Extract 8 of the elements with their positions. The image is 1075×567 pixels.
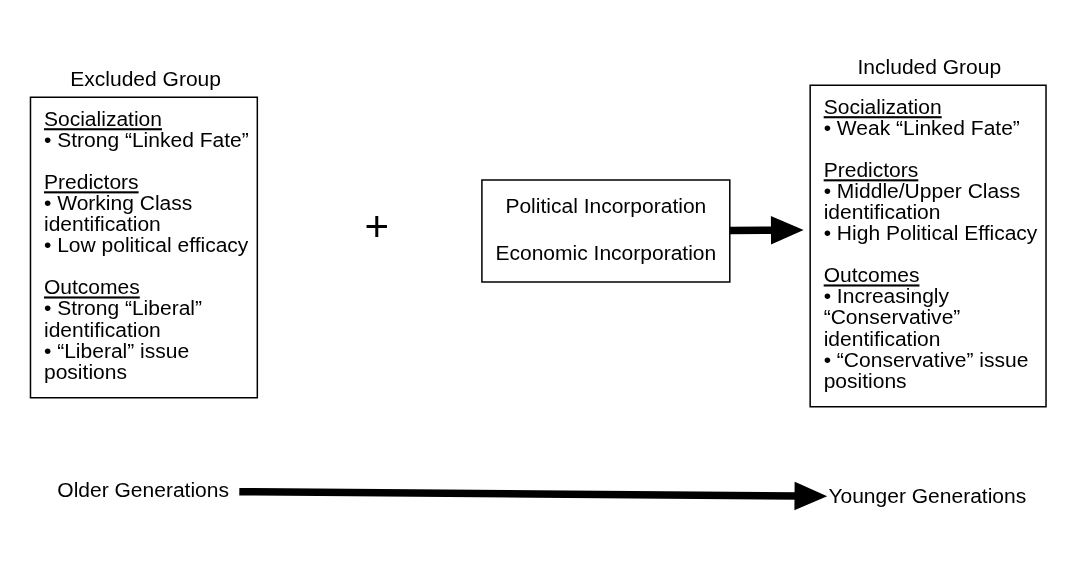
node-text: Younger Generations [828, 483, 1027, 507]
node-text: Older Generations [57, 477, 230, 500]
node-box: Socialization • Strong “Linked Fate” Predictors • Working Class identification • Low political efficacy Outcomes • Strong “Liberal” identification • “Liberal” issue positions [29, 96, 259, 399]
node-box: Political Incorporation Economic Incorporation [481, 178, 731, 283]
node-box: Socialization • Weak “Linked Fate” Predictors • Middle/Upper Class identification • High Political Efficacy Outcomes • Increasingly “Conservative” identification • “Conservative” issue positions [809, 84, 1047, 408]
label: + [364, 202, 390, 250]
node-label: Included Group [857, 54, 1002, 78]
node-label: Excluded Group [70, 66, 221, 90]
